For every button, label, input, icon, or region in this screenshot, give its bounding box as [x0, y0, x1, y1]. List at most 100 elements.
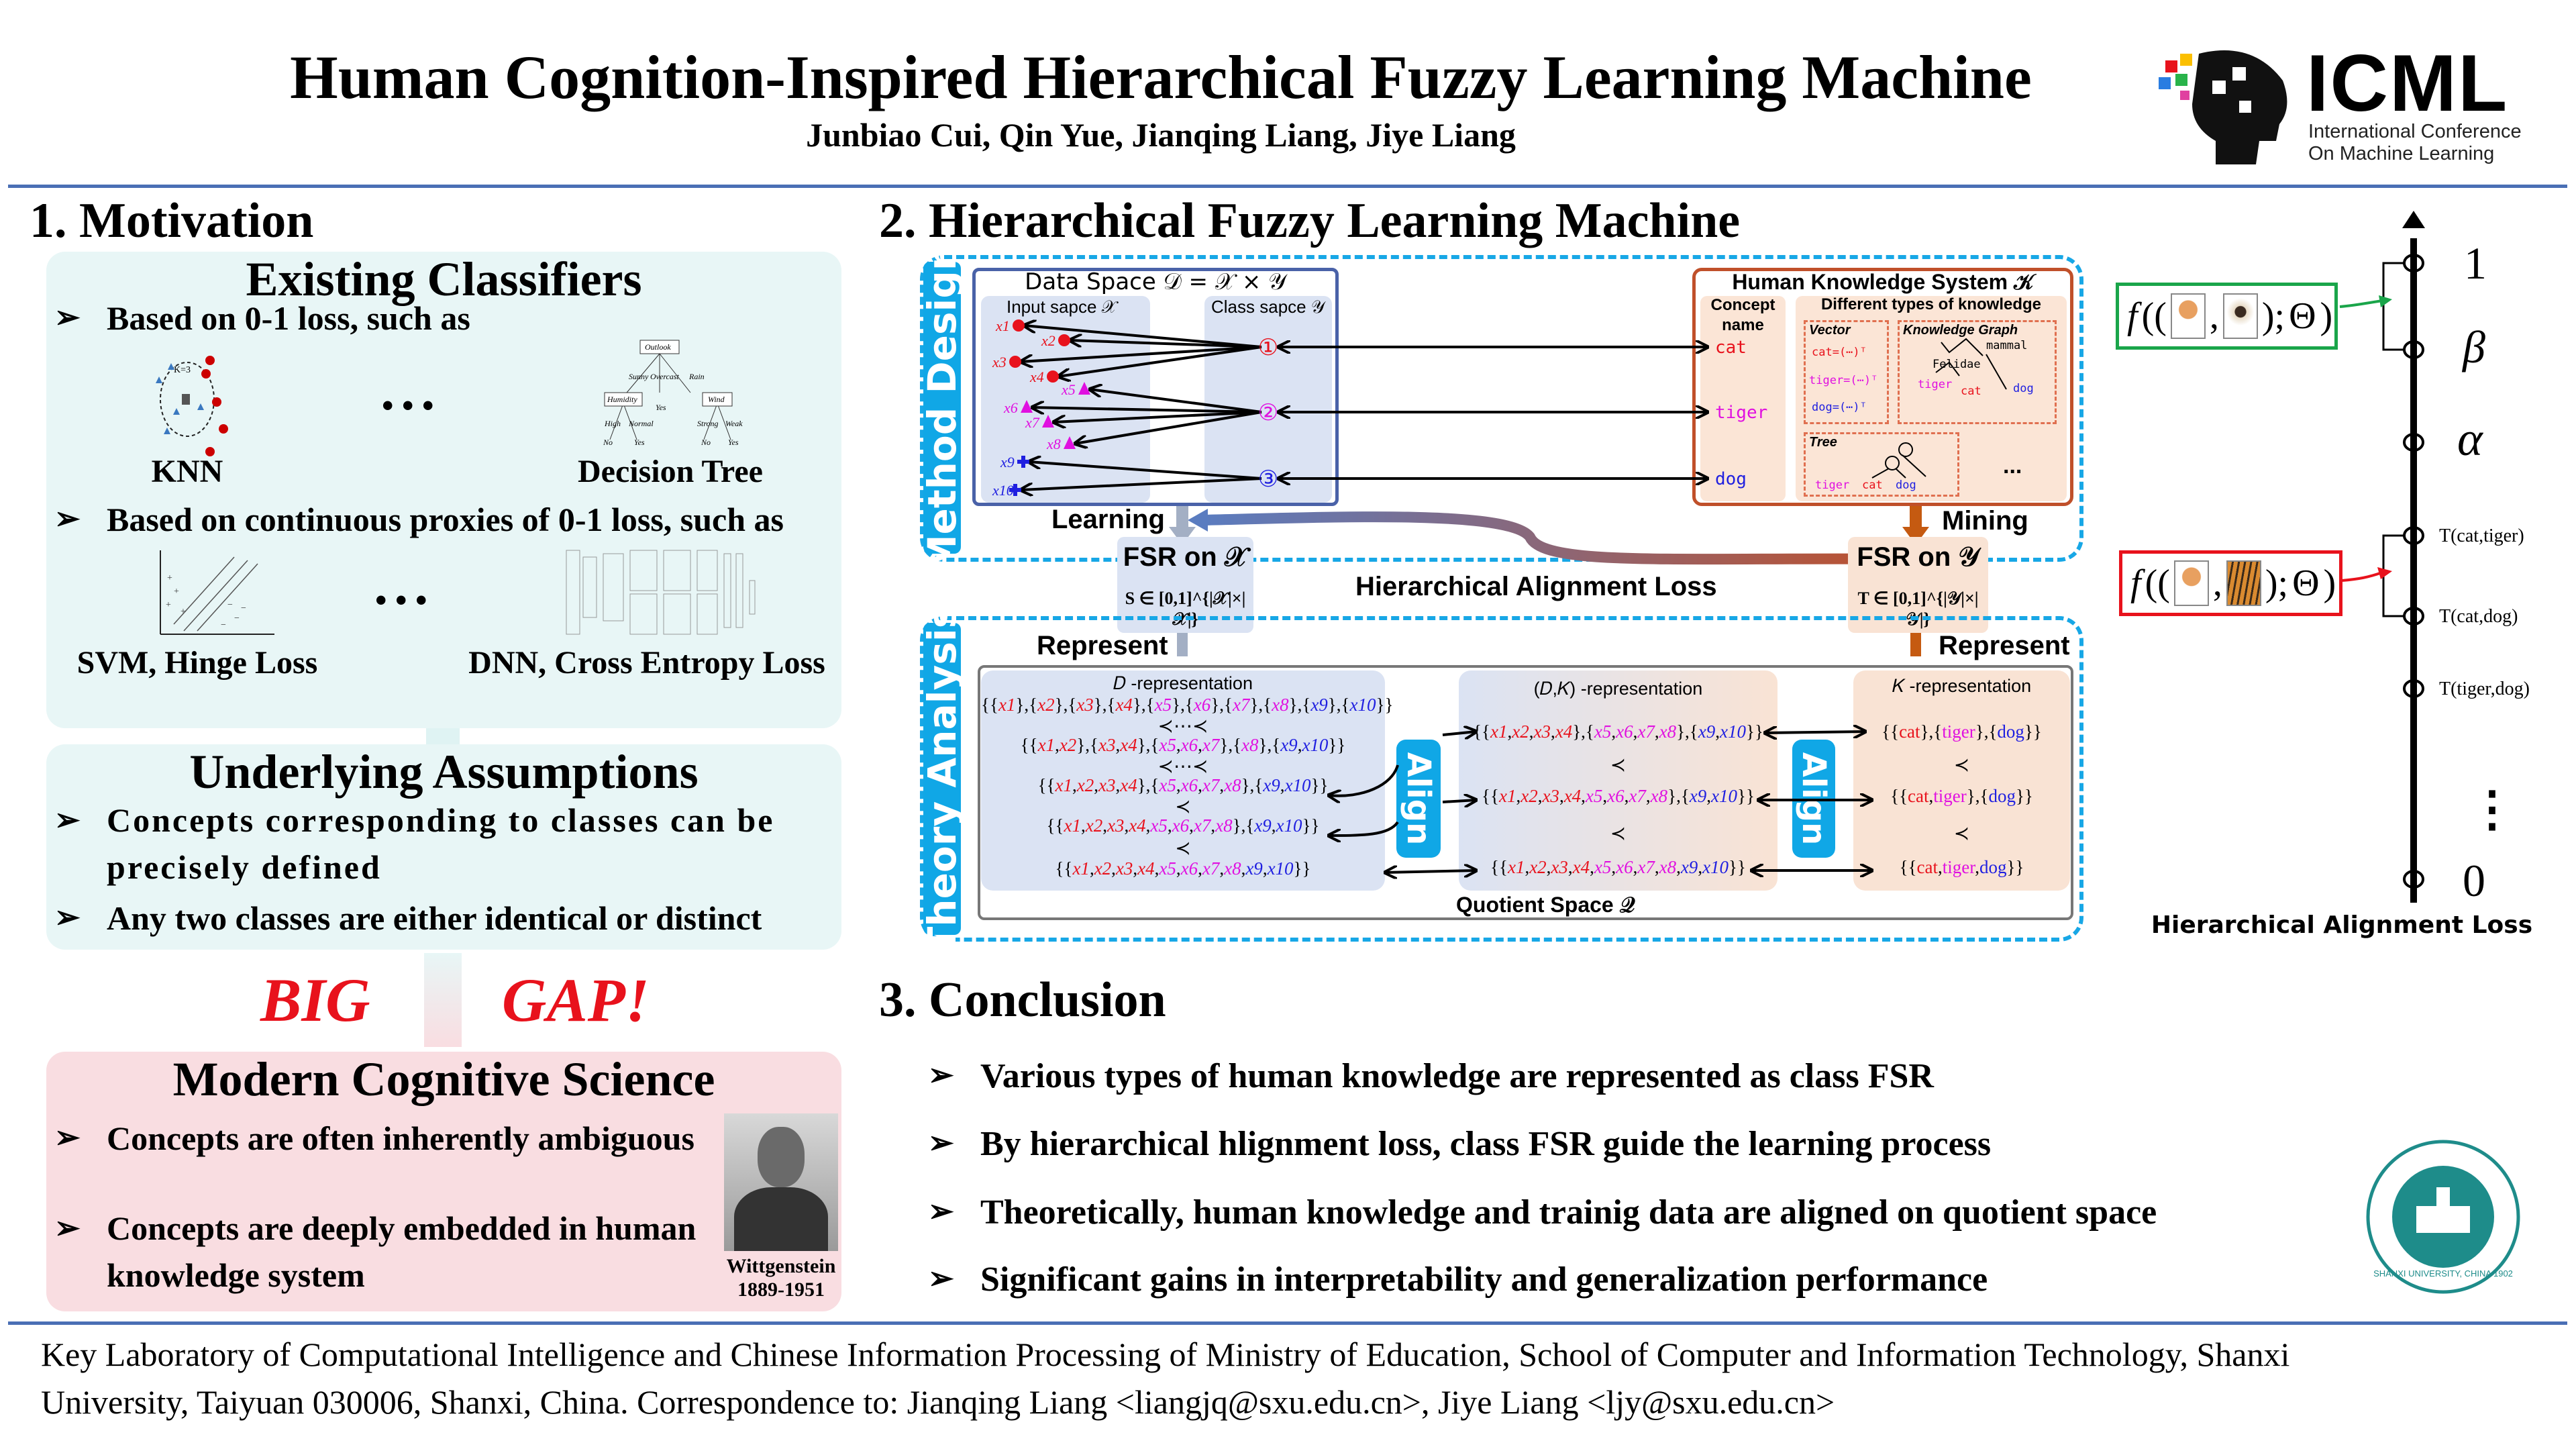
partition-row: {{x1,x2,x3,x4,x5,x6,x7,x8},{x9,x10}} — [1482, 786, 1755, 806]
set-element: x10 — [1276, 815, 1302, 836]
tick-1: 1 — [2464, 238, 2487, 289]
tree-node: Outlook — [645, 342, 671, 352]
set-element: x7 — [1629, 786, 1646, 806]
hierarchical-alignment-loss-label: Hierarchical Alignment Loss — [1355, 572, 1717, 601]
set-element: x2 — [1512, 721, 1529, 742]
set-element: x7 — [1232, 695, 1250, 715]
tick-vdots: ⋮ — [2468, 783, 2516, 836]
theta: Θ — [2289, 295, 2316, 337]
tick-alpha: α — [2457, 412, 2483, 466]
knn-label: KNN — [151, 454, 223, 489]
set-element: x1 — [1037, 735, 1055, 755]
mining-label: Mining — [1942, 506, 2028, 536]
represent-arrow-right — [1910, 633, 1921, 656]
modern-cognitive-science-panel: Modern Cognitive Science ➢Concepts are o… — [46, 1052, 841, 1311]
assumption-text: Concepts corresponding to classes can be… — [107, 801, 775, 886]
set-element: x3 — [1076, 695, 1094, 715]
set-element: x7 — [1202, 775, 1220, 795]
set-element: x2 — [1085, 815, 1103, 836]
set-element: x9 — [1254, 815, 1272, 836]
set-element: x4 — [1137, 858, 1155, 879]
quotient-space-label: Quotient Space 𝒬 — [1456, 893, 1635, 917]
svg-text:+: + — [167, 573, 172, 583]
existing-classifiers-title: Existing Classifiers — [246, 252, 642, 306]
set-element: x5 — [1159, 735, 1176, 755]
knowledge-types-column — [1796, 296, 2067, 501]
set-element: x1 — [1498, 786, 1516, 806]
similar-pair-expression: f(( , );Θ) — [2116, 283, 2338, 350]
fsr-y-title: FSR on 𝒴 — [1857, 542, 1979, 572]
set-element: tiger — [1933, 786, 1967, 806]
set-element: tiger — [1942, 721, 1975, 742]
cat-image — [2173, 560, 2209, 606]
set-element: tiger — [1942, 857, 1975, 877]
tree-node: No — [701, 438, 711, 446]
assumptions-panel: Underlying Assumptions ➢Concepts corresp… — [46, 744, 841, 950]
theory-analysis-label: Theory Analysis — [919, 605, 965, 953]
precedes-symbol: ≺ — [1953, 823, 1970, 844]
modern-title: Modern Cognitive Science — [172, 1052, 715, 1106]
knowledge-system-title: Human Knowledge System 𝒦 — [1732, 270, 2034, 294]
partition-row: {{x1,x2,x3,x4},{x5,x6,x7,x8},{x9,x10}} — [1037, 775, 1329, 795]
concept-name-header: Concept name — [1710, 296, 1775, 334]
arrow-bullet-icon: ➢ — [928, 1058, 954, 1092]
k-representation-box: 𝐾 -representation {{cat},{tiger},{dog}}{… — [1853, 670, 2070, 891]
tree-node: Wind — [708, 395, 725, 404]
theta: Θ — [2292, 562, 2320, 604]
icml-logo-line1: International Conference — [2308, 121, 2522, 142]
learning-label: Learning — [1051, 505, 1165, 534]
arrow-bullet-icon: ➢ — [54, 1211, 81, 1245]
portrait-name: Wittgenstein — [726, 1255, 836, 1277]
conclusion-heading: 3. Conclusion — [879, 972, 1166, 1028]
set-element: x6 — [1180, 858, 1198, 879]
set-element: x1 — [1072, 858, 1090, 879]
partition-row: {{x1,x2,x3,x4,x5,x6,x7,x8,x9,x10}} — [1055, 858, 1311, 879]
class-space-label: Class sapce 𝒴 — [1211, 297, 1325, 317]
set-element: x7 — [1637, 721, 1655, 742]
conclusion-item: ➢Various types of human knowledge are re… — [928, 1056, 1934, 1096]
set-element: x5 — [1159, 775, 1176, 795]
partition-row: {{x1,x2},{x3,x4},{x5,x6,x7},{x8},{x9,x10… — [1020, 735, 1346, 755]
siamese-cat-image — [2222, 293, 2258, 339]
set-element: x9 — [1245, 858, 1263, 879]
partition-row: {{x1},{x2},{x3},{x4},{x5},{x6},{x7},{x8}… — [981, 695, 1394, 715]
k-rep-title: 𝐾 -representation — [1892, 676, 2032, 696]
set-element: x4 — [1572, 857, 1590, 877]
set-element: x4 — [1115, 695, 1133, 715]
shanxi-university-seal: SHANXI UNIVERSITY, CHINA 1902 — [2366, 1140, 2520, 1294]
tree-node: Yes — [728, 438, 739, 446]
set-element: x1 — [1055, 775, 1072, 795]
align-bar-left: Align — [1396, 740, 1441, 858]
svm-illustration: ++++−−−− — [160, 550, 274, 635]
modern-item: ➢Concepts are often inherently ambiguous — [54, 1119, 694, 1158]
set-element: x3 — [1542, 786, 1559, 806]
set-element: x5 — [1150, 815, 1168, 836]
dk-representation-box: (𝐷,𝐾) -representation {{x1,x2,x3,x4},{x5… — [1459, 670, 1778, 891]
set-element: x8 — [1659, 857, 1677, 877]
loss-axis-caption: Hierarchical Alignment Loss — [2151, 911, 2533, 939]
knowledge-system-box — [1692, 268, 2073, 506]
hflm-heading: 2. Hierarchical Fuzzy Learning Machine — [879, 193, 1741, 248]
footer-divider — [8, 1321, 2567, 1325]
set-element: x8 — [1215, 815, 1233, 836]
set-element: x5 — [1159, 858, 1176, 879]
precedes-symbol: ≺⋯≺ — [1157, 716, 1208, 737]
conclusion-item: ➢By hierarchical hlignment loss, class F… — [928, 1124, 1991, 1164]
set-element: x9 — [1689, 786, 1707, 806]
theory-analysis-panel — [920, 616, 2083, 942]
bullet-proxy-loss: ➢Based on continuous proxies of 0-1 loss… — [54, 500, 784, 539]
set-element: x4 — [1120, 775, 1137, 795]
precedes-symbol: ≺ — [1175, 797, 1191, 817]
class-space-region — [1204, 296, 1332, 503]
set-element: x8 — [1224, 858, 1241, 879]
icml-logo: ICML International Conference On Machine… — [2152, 38, 2555, 168]
motivation-heading: 1. Motivation — [30, 193, 314, 248]
svg-text:−: − — [241, 603, 246, 613]
set-element: x6 — [1172, 815, 1190, 836]
bullet-text: Based on 0-1 loss, such as — [107, 299, 470, 337]
set-element: x3 — [1106, 815, 1125, 836]
set-element: x10 — [1720, 721, 1746, 742]
set-element: x8 — [1272, 695, 1289, 715]
ellipsis-2: • • • — [375, 581, 427, 619]
set-element: x5 — [1594, 857, 1612, 877]
